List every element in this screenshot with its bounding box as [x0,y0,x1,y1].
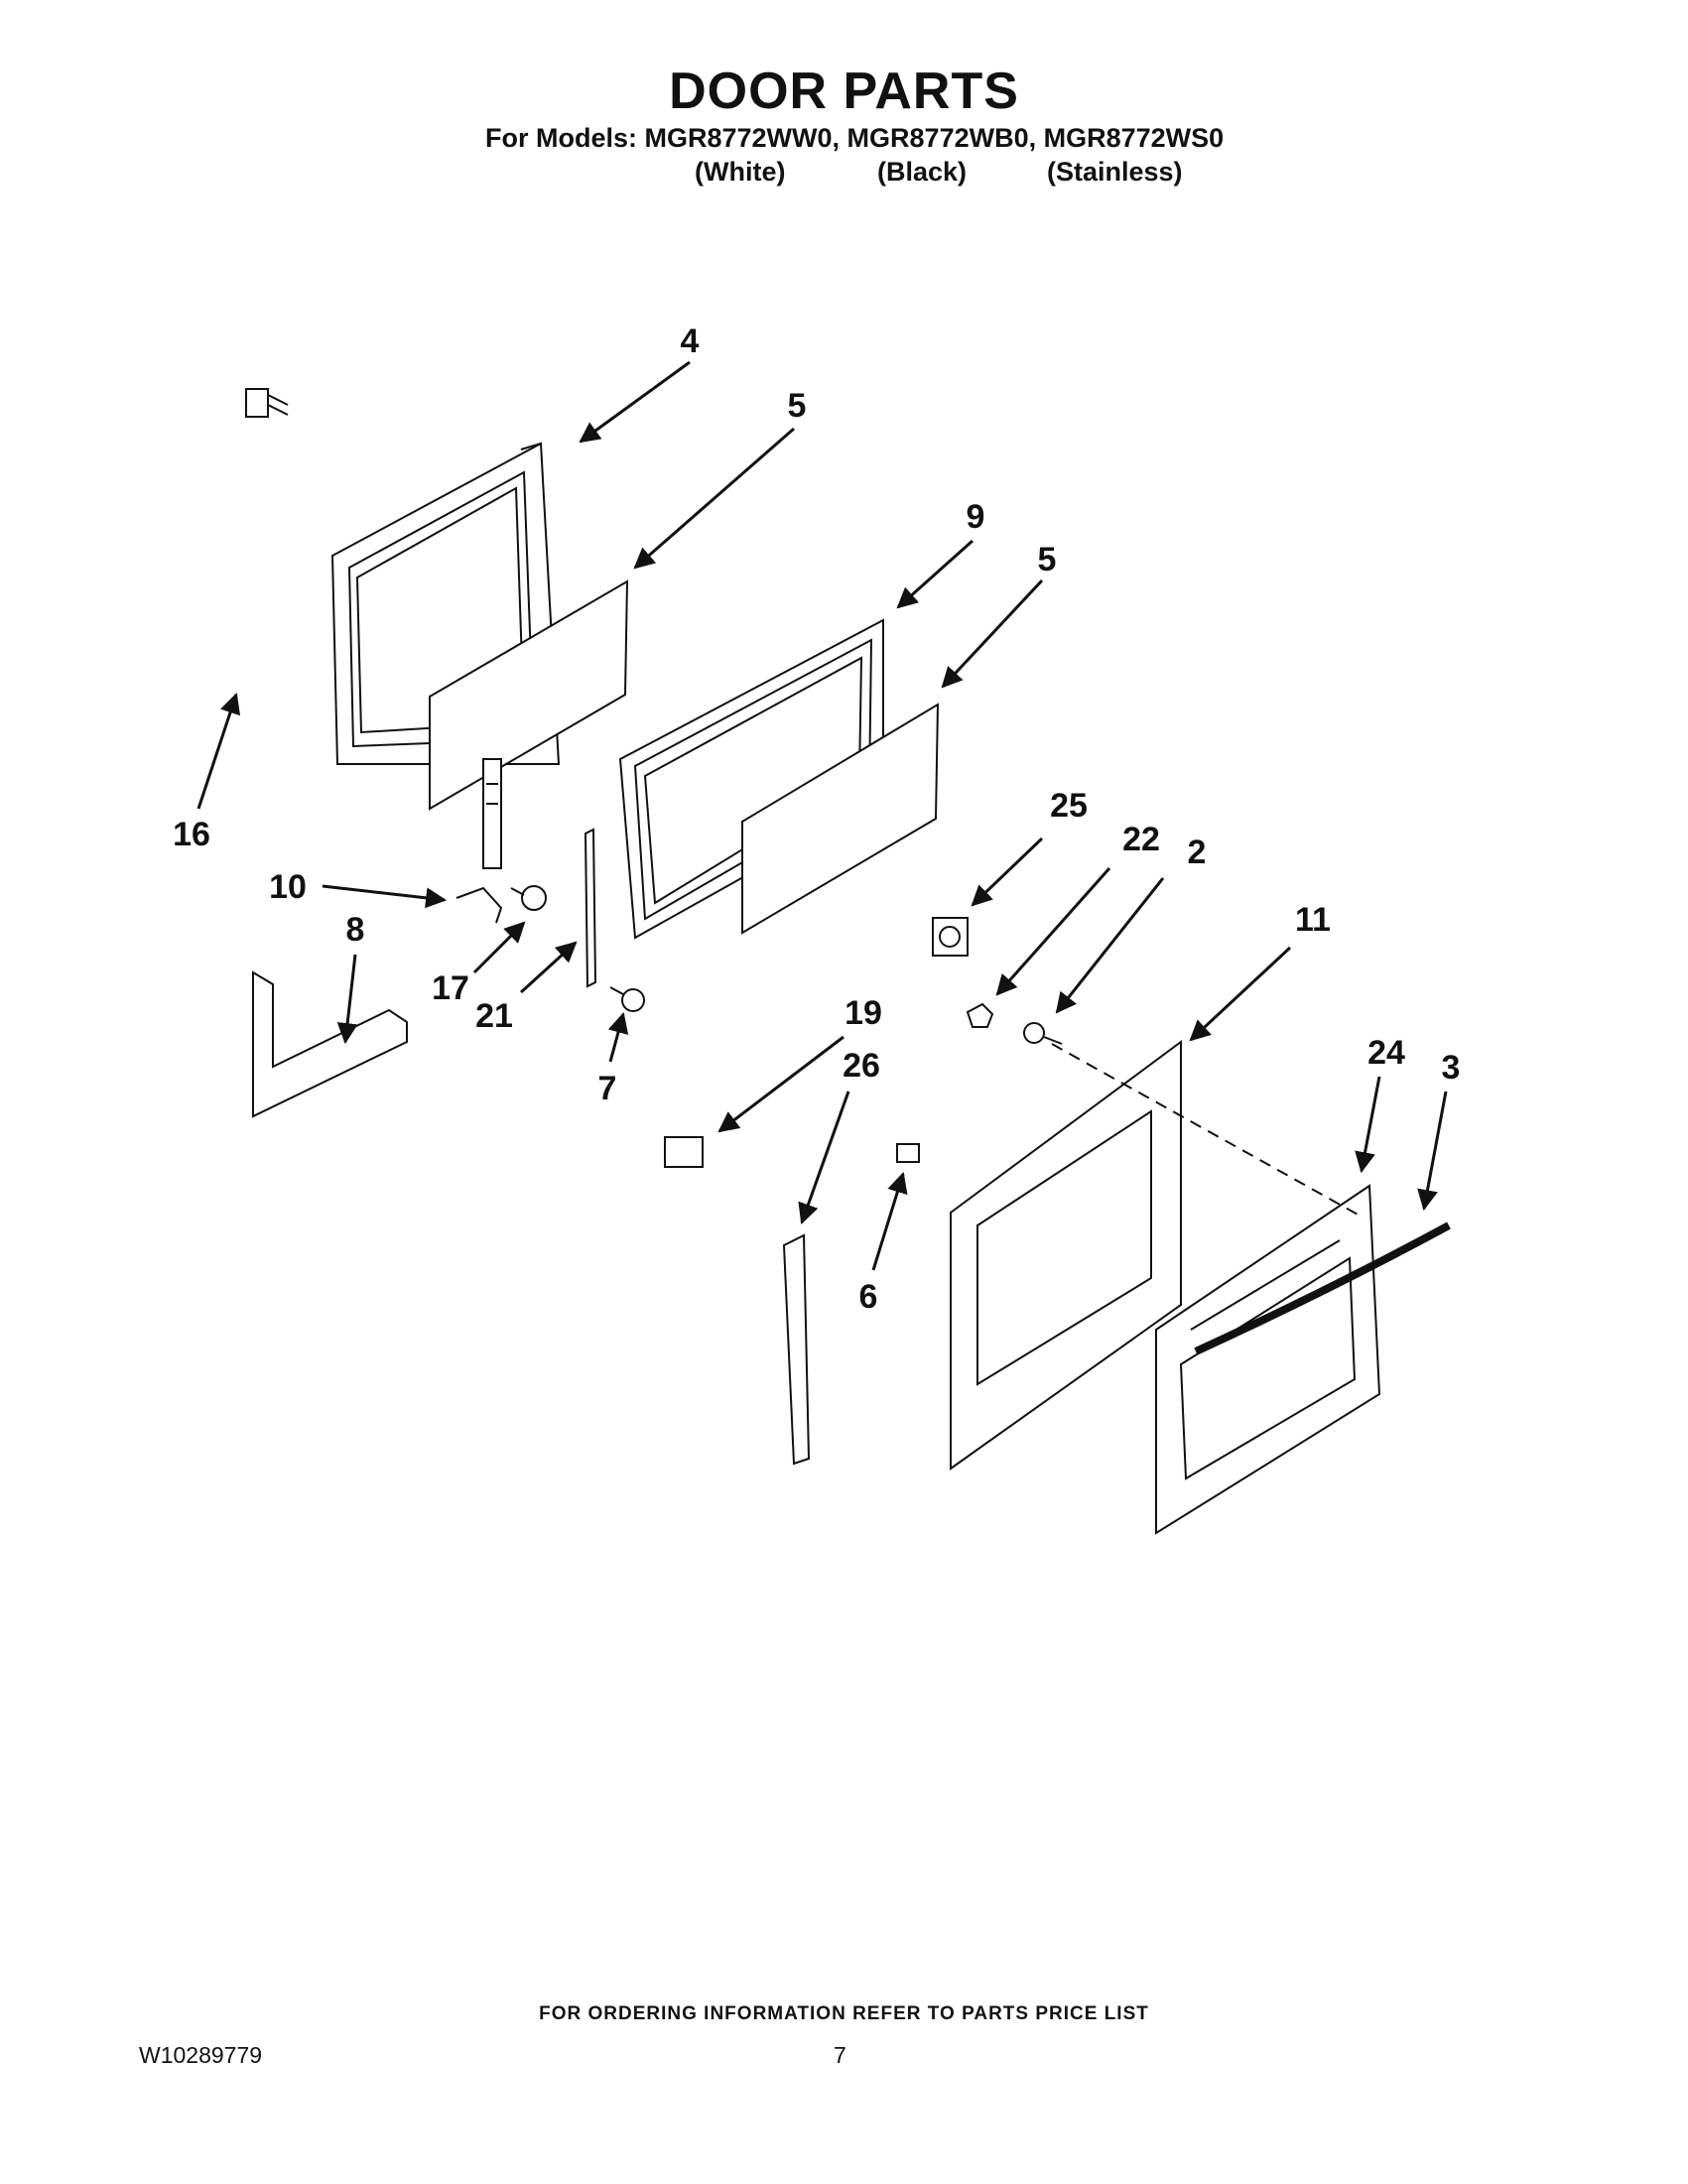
callout-8: 8 [346,911,365,949]
callout-2: 2 [1188,834,1207,871]
callout-22: 22 [1122,821,1160,858]
callout-19: 19 [844,994,882,1032]
page-title: DOOR PARTS [669,63,1019,120]
callout-3: 3 [1442,1049,1461,1087]
side-strip-21 [584,828,597,988]
callout-16: 16 [173,816,210,853]
callout-9: 9 [967,498,985,536]
callout-4: 4 [681,322,700,360]
callout-24: 24 [1367,1034,1405,1072]
glass-panel-upper [429,579,629,811]
page-number: 7 [834,2042,846,2068]
screw-7 [609,986,645,1012]
callout-7: 7 [598,1070,617,1107]
callout-10: 10 [269,868,307,906]
callout-11: 11 [1295,901,1331,939]
vent-strip-26 [782,1233,811,1466]
models-line: For Models: MGR8772WW0, MGR8772WB0, MGR8… [485,123,1225,153]
tab-6 [896,1143,920,1163]
outer-glass-11 [950,1040,1182,1471]
color-stainless: (Stainless) [1047,157,1183,187]
callout-5-lower: 5 [1038,541,1057,578]
document-number: W10289779 [139,2042,263,2068]
block-19 [664,1136,704,1168]
screw-17 [510,885,547,911]
color-black: (Black) [877,157,968,187]
ordering-note: FOR ORDERING INFORMATION REFER TO PARTS … [539,2003,1149,2024]
screw-16 [245,388,289,418]
callout-17: 17 [432,969,469,1007]
screw-2 [1023,1022,1063,1045]
callout-26: 26 [843,1047,880,1085]
outer-door-24 [1155,1184,1381,1535]
leader-lines [196,360,1448,1271]
callout-21: 21 [475,997,513,1035]
latch-25 [932,917,969,957]
callout-25: 25 [1050,787,1088,825]
insulation-8 [252,970,408,1118]
handle-3 [1194,1221,1451,1355]
callout-6: 6 [859,1278,878,1316]
hinge-10 [455,758,503,924]
glass-panel-lower [741,703,940,935]
callout-5-upper: 5 [788,387,807,425]
color-white: (White) [695,157,786,187]
nut-22 [966,1002,994,1028]
